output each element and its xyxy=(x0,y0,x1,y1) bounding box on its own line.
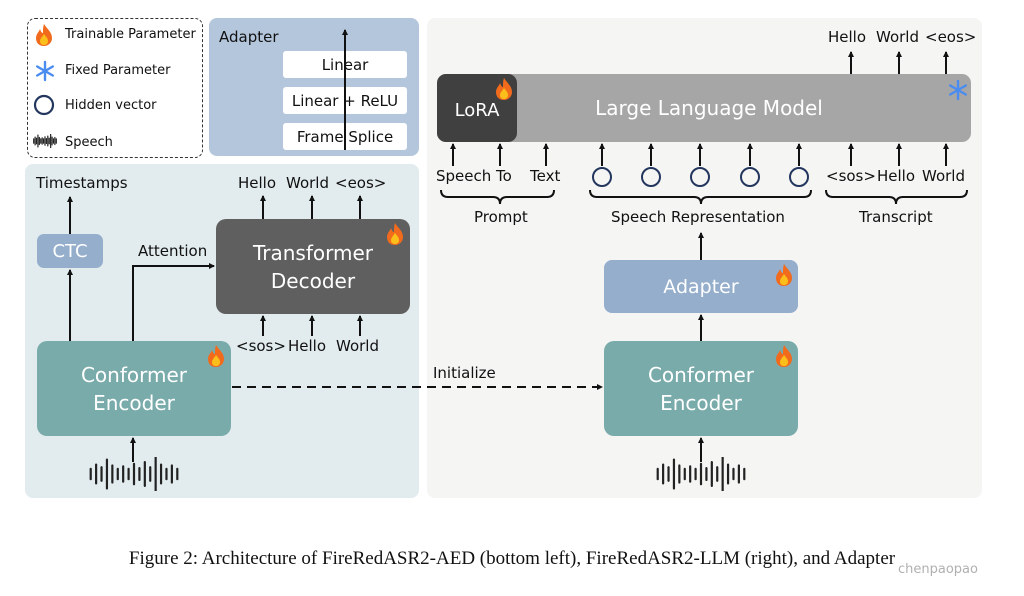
llm-output-hello: Hello xyxy=(828,28,867,46)
decoder-label-line1: Transformer xyxy=(252,240,373,265)
hidden-vector-3 xyxy=(690,167,710,187)
llm-conformer-encoder-box: Conformer Encoder xyxy=(604,341,798,436)
llm-output-eos: <eos> xyxy=(925,28,977,46)
aed-conformer-encoder-box: Conformer Encoder xyxy=(37,341,231,436)
hidden-vector-2 xyxy=(641,167,661,187)
initialize-label: Initialize xyxy=(433,364,496,382)
llm-encoder-flame-icon xyxy=(776,345,792,367)
legend-label-fixed: Fixed Parameter xyxy=(65,63,171,78)
large-language-model-box: Large Language Model xyxy=(437,74,971,142)
prompt-token-to: To xyxy=(496,167,512,185)
llm-adapter-box: Adapter xyxy=(604,260,798,313)
decoder-output-eos: <eos> xyxy=(335,174,387,192)
llm-encoder-label-line1: Conformer xyxy=(647,362,755,387)
transcript-brace xyxy=(825,189,968,205)
hidden-vector-4 xyxy=(740,167,760,187)
lora-label: LoRA xyxy=(454,99,500,121)
llm-adapter-label: Adapter xyxy=(663,275,739,298)
aed-speech-waveform-icon xyxy=(89,457,179,491)
figure-caption: Figure 2: Architecture of FireRedASR2-AE… xyxy=(128,548,896,569)
prompt-group-label: Prompt xyxy=(474,208,528,226)
aed-encoder-label-line1: Conformer xyxy=(80,362,188,387)
aed-encoder-flame-icon xyxy=(208,345,224,367)
decoder-input-world: World xyxy=(336,337,379,355)
decoder-label-line2: Decoder xyxy=(270,268,356,293)
decoder-output-world: World xyxy=(286,174,329,192)
attention-arrow xyxy=(132,263,215,341)
legend-label-trainable: Trainable Parameter xyxy=(65,27,196,42)
llm-output-world: World xyxy=(876,28,919,46)
aed-encoder-label-line2: Encoder xyxy=(93,390,175,415)
llm-speech-waveform-icon xyxy=(656,457,746,491)
llm-label: Large Language Model xyxy=(595,96,823,120)
llm-adapter-flame-icon xyxy=(776,264,792,286)
transcript-token-hello: Hello xyxy=(877,167,916,185)
decoder-input-hello: Hello xyxy=(288,337,327,355)
speech-representation-label: Speech Representation xyxy=(611,208,785,226)
prompt-brace xyxy=(440,189,555,205)
prompt-token-text: Text xyxy=(530,167,561,185)
decoder-flame-icon xyxy=(387,223,403,245)
speech-representation-brace xyxy=(589,189,812,205)
prompt-token-speech: Speech xyxy=(436,167,492,185)
watermark: chenpaopao xyxy=(898,562,978,577)
legend-panel xyxy=(27,18,203,158)
timestamps-label: Timestamps xyxy=(36,174,128,192)
legend-label-speech: Speech xyxy=(65,135,113,150)
circle-icon xyxy=(33,94,55,116)
transcript-token-world: World xyxy=(922,167,965,185)
transformer-decoder-box: Transformer Decoder xyxy=(216,219,410,314)
snowflake-icon xyxy=(35,60,55,82)
legend-label-hidden: Hidden vector xyxy=(65,98,157,113)
llm-snowflake-icon xyxy=(948,79,968,101)
llm-encoder-label-line2: Encoder xyxy=(660,390,742,415)
ctc-box: CTC xyxy=(37,234,103,268)
hidden-vector-1 xyxy=(592,167,612,187)
waveform-icon xyxy=(33,134,57,148)
transcript-group-label: Transcript xyxy=(859,208,933,226)
transcript-token-sos: <sos> xyxy=(826,167,876,185)
attention-label: Attention xyxy=(138,242,208,260)
decoder-output-hello: Hello xyxy=(238,174,277,192)
ctc-label: CTC xyxy=(52,240,88,262)
decoder-input-sos: <sos> xyxy=(236,337,286,355)
hidden-vector-5 xyxy=(789,167,809,187)
lora-flame-icon xyxy=(496,78,512,100)
adapter-detail-title: Adapter xyxy=(219,28,279,46)
flame-icon xyxy=(36,24,52,46)
